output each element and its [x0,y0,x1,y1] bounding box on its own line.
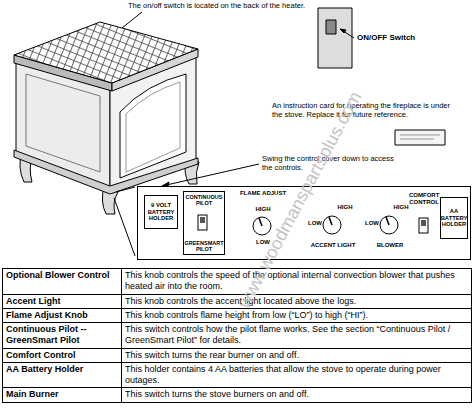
table-row: Comfort Control This switch turns the rea… [3,348,472,362]
drawing-stroke [318,8,352,68]
drawing-stroke [340,29,354,38]
drawing-stroke [400,139,434,140]
drawing-stroke [116,187,135,192]
box-body: AA BATTERY HOLDER [441,198,467,238]
cell-text: This holder contains 4 AA batteries that… [125,364,441,385]
table-row: Optional Blower Control This knob control… [3,269,472,295]
table-cell: Main Burner [3,388,122,402]
box-label: CONTINUOUS PILOT [185,194,223,206]
control-label: FLAME ADJUST [240,190,286,197]
control-label: LOW [365,220,379,227]
cell-text: Optional Blower Control [6,270,110,280]
table-row: Accent Light This knob controls the accen… [3,294,472,308]
control-label: HIGH [338,204,353,211]
table-cell: This knob controls the speed of the opti… [122,269,472,295]
control-label: COMFORT CONTROL [409,192,439,205]
cell-text: This switch turns the rear burner on and… [125,350,299,360]
controls-table: Optional Blower ControlThis knob control… [2,268,472,403]
drawing-stroke [259,218,262,226]
table-row: Main Burner This switch turns the stove b… [3,388,472,402]
cell-text: This knob controls flame height from low… [125,310,368,320]
holder-box: CONTINUOUS PILOT GREENSMART PILOT [183,191,225,255]
table-row: Flame Adjust Knob This knob controls flam… [3,308,472,322]
holder-box: AA BATTERY HOLDER [440,197,468,239]
drawing-stroke [120,74,186,178]
box-body: CONTINUOUS PILOT GREENSMART PILOT [184,192,224,254]
drawing-stroke [395,130,445,145]
control-label: HIGH [394,204,409,211]
callout-note: The on/off switch is located on the back… [128,1,368,10]
box-label: GREENSMART PILOT [184,240,223,252]
drawing-stroke [26,74,100,172]
holder-box: 9 VOLT BATTERY HOLDER [144,195,178,229]
table-row: AA Battery Holder This holder contains 4 … [3,362,472,388]
cell-text: Comfort Control [6,350,76,360]
control-label: ACCENT LIGHT [311,242,356,249]
drawing-stroke [419,218,428,233]
table-cell: Flame Adjust Knob [3,308,122,322]
box-body: 9 VOLT BATTERY HOLDER [145,196,177,228]
drawing-stroke [114,198,135,256]
control-label: HIGH [256,206,271,213]
drawing-stroke [122,12,142,28]
table-cell: Optional Blower Control [3,269,122,295]
control-label: LOW [308,220,322,227]
table-cell: AA Battery Holder [3,362,122,388]
drawing-stroke [326,20,336,34]
table-cell: This knob controls the accent light loca… [122,294,472,308]
callout-note: An instruction card for operating the fi… [272,101,452,119]
drawing-stroke [386,217,389,225]
callout-note: ON/OFF Switch [357,33,437,43]
table-cell: This switch turns the stove burners on a… [122,388,472,402]
drawing-stroke [421,220,426,226]
cell-text: This switch turns the stove burners on a… [125,389,309,399]
cell-text: Main Burner [6,389,59,399]
drawing-stroke [200,217,205,223]
cell-text: This knob controls the accent light loca… [125,296,356,306]
cell-text: This knob controls the speed of the opti… [125,270,455,291]
drawing-stroke [329,217,332,225]
table-cell: This knob controls flame height from low… [122,308,472,322]
drawing-stroke [253,217,271,235]
control-label: LOW [256,239,270,246]
box-label: 9 VOLT BATTERY HOLDER [146,202,176,221]
cell-text: Continuous Pilot -- GreenSmart Pilot [6,324,86,345]
drawing-stroke [323,216,341,234]
table-cell: Continuous Pilot -- GreenSmart Pilot [3,323,122,349]
control-panel: FLAME ADJUST HIGH LOW ACCENT LIGHT HIGH LOW BL… [137,186,471,260]
drawing-stroke [14,22,198,83]
cell-text: AA Battery Holder [6,364,83,374]
drawing-stroke [198,215,207,230]
cell-text: This switch controls how the pilot flame… [125,324,450,345]
drawing-stroke [380,216,398,234]
drawing-stroke [162,164,259,186]
table-cell: This holder contains 4 AA batteries that… [122,362,472,388]
callout-note: Swing the control cover down to access t… [262,154,394,172]
cell-text: Accent Light [6,296,61,306]
table-cell: Comfort Control [3,348,122,362]
control-label: BLOWER [377,242,404,249]
cell-text: Flame Adjust Knob [6,310,88,320]
table-cell: This switch turns the rear burner on and… [122,348,472,362]
table-cell: Accent Light [3,294,122,308]
drawing-stroke [340,29,346,33]
drawing-stroke [126,82,180,172]
drawing-stroke [400,135,440,136]
box-label: AA BATTERY HOLDER [441,208,468,227]
table-row: Continuous Pilot -- GreenSmart Pilot This… [3,323,472,349]
table-cell: This switch controls how the pilot flame… [122,323,472,349]
